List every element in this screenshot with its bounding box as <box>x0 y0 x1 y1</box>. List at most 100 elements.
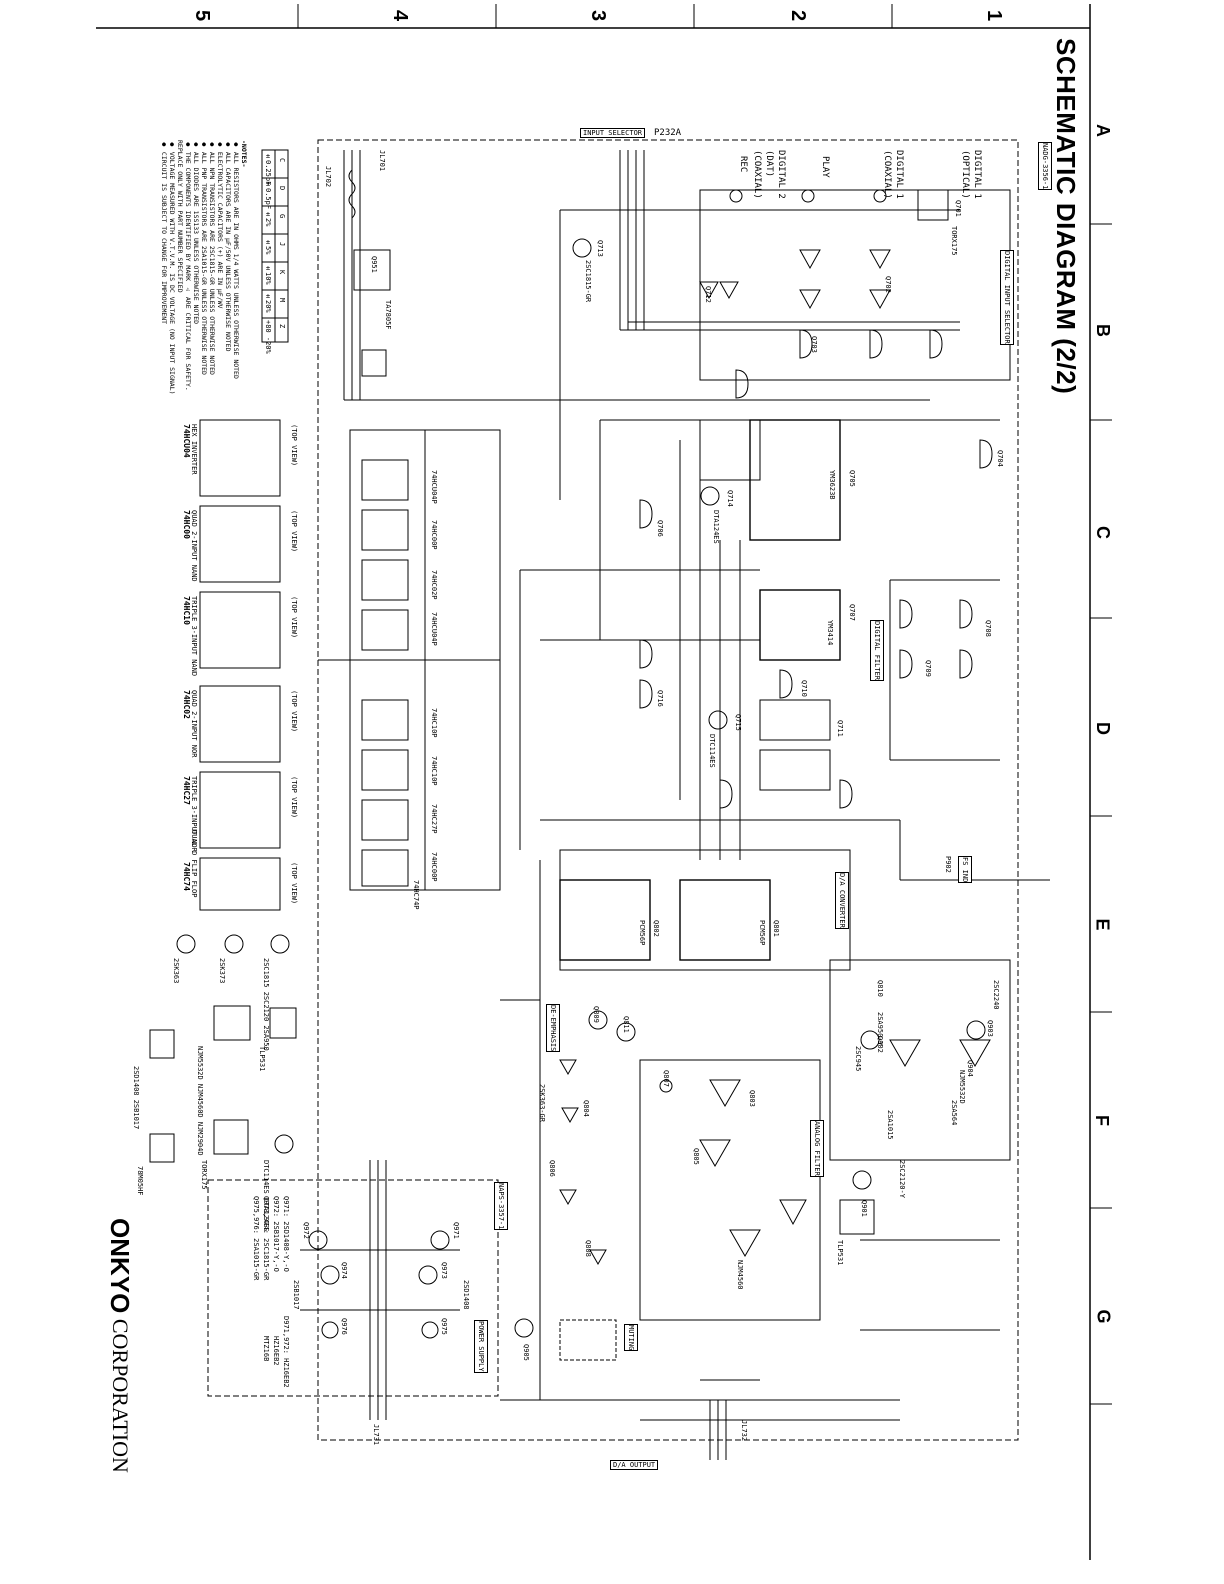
gate-box <box>361 699 409 741</box>
package-label: 2SC1815 2SC2120 2SA950 <box>262 958 270 1051</box>
main-board-outline <box>317 139 1019 1441</box>
part-label: Q704 <box>996 450 1004 467</box>
tol-head: G <box>278 214 286 219</box>
package-dtc <box>274 1134 294 1154</box>
nand-gate <box>639 639 653 669</box>
power-supply-tag: POWER SUPPLY <box>474 1320 488 1373</box>
pinout-view: (TOP VIEW) <box>290 776 298 819</box>
package-label: DTC114ES DTA124ES <box>262 1160 270 1232</box>
part-label: Q703 <box>810 336 818 353</box>
transistor-q976 <box>321 1321 339 1339</box>
tol-head: M <box>278 298 286 303</box>
pinout-view: (TOP VIEW) <box>290 510 298 553</box>
ic-pcm56p-q801 <box>679 879 771 961</box>
part-label: Q715 <box>734 714 742 731</box>
pinout-desc: QUAD 2-INPUT NAND <box>190 510 198 582</box>
input-sub: (DAT) <box>764 150 774 178</box>
logic-block <box>699 419 761 481</box>
transistor-label: 2SB1017 <box>292 1280 300 1310</box>
pinout-view: (TOP VIEW) <box>290 596 298 639</box>
pinout-view: (TOP VIEW) <box>290 424 298 467</box>
part-label: Q971 <box>452 1222 460 1239</box>
package-to92 <box>176 934 196 954</box>
digital-filter-tag: DIGITAL FILTER <box>870 620 884 682</box>
pinout-name: 74HC02 <box>182 690 191 719</box>
part-label: Q904 <box>966 1060 974 1077</box>
notes-block: -NOTES- ● ALL RESISTORS ARE IN OHMS 1/4 … <box>160 140 248 395</box>
nand-gate <box>639 679 653 709</box>
nand-gate <box>799 329 813 359</box>
package-label: TLP531 <box>258 1046 266 1072</box>
note-line: ● ALL DIODES ARE 1SS133 UNLESS OTHERWISE… <box>192 140 200 325</box>
part-label: Q707 <box>848 604 856 621</box>
psu-list-item: Q975,976: 2SA1015-GR <box>252 1196 260 1281</box>
package-to126 <box>149 1029 175 1059</box>
connector-label: JL731 <box>372 1424 380 1446</box>
pinout-name: 74HC27 <box>182 776 191 805</box>
ic-pcm56p-q802 <box>559 879 651 961</box>
package-label: 78M05HF <box>136 1166 144 1196</box>
pinout-name: 74HC10 <box>182 596 191 625</box>
part-label: Q901 <box>860 1200 868 1217</box>
package-label: TORX175 <box>200 1160 208 1190</box>
nand-gate <box>639 499 653 529</box>
transistor-q973 <box>418 1265 438 1285</box>
input-label: REC <box>738 156 748 173</box>
connector-label: JL702 <box>324 166 332 188</box>
pinout-name: 74HCU04 <box>182 424 191 458</box>
gate-box <box>361 799 409 841</box>
part-label: Q708 <box>984 620 992 637</box>
board-main-tag: NADG-3356-1 <box>1038 142 1052 191</box>
flip-flop <box>759 749 831 791</box>
fs-ind-tag: FS IND <box>958 856 972 884</box>
pinout-74hc02 <box>199 685 281 763</box>
coax-jack-digital1 <box>873 189 887 203</box>
part-label: Q714 <box>726 490 734 507</box>
notes-header: -NOTES- <box>240 140 248 168</box>
psu-list-item: Q971: 2SD1408-Y,-O <box>282 1196 290 1272</box>
part-label: Q713 <box>596 240 604 257</box>
nand-gate <box>979 439 993 469</box>
pinout-name: 74HC74 <box>182 862 191 891</box>
gate-label: 74HC27P <box>430 804 438 834</box>
transistor-label: 2SA1015 <box>886 1110 894 1140</box>
coax-jack-rec <box>729 189 743 203</box>
tol-head: C <box>278 158 286 163</box>
coil-l951 <box>348 169 356 219</box>
diode-symbol <box>561 1107 579 1124</box>
part-label: Q803 <box>748 1090 756 1107</box>
pinout-74hc00 <box>199 505 281 583</box>
buffer-symbol <box>699 281 719 300</box>
transistor-q971 <box>430 1230 450 1250</box>
muting-tag: MUTING <box>624 1324 638 1352</box>
nand-gate <box>929 329 943 359</box>
part-label: Q809 <box>592 1006 600 1023</box>
transistor-q713 <box>572 238 592 258</box>
pinout-74hcu04 <box>199 419 281 497</box>
input-selector-tag: INPUT SELECTOR <box>580 128 646 138</box>
tol-head: D <box>278 186 286 191</box>
pinout-desc: QUAD 2-INPUT NOR <box>190 690 198 758</box>
note-line: REPLACE ONLY WITH PART NUMBER SPECIFIED <box>176 140 184 293</box>
pinout-desc: TRIPLE 3-INPUT NAND <box>190 596 198 677</box>
note-line: ● ELECTROLYTIC CAPACITORS (+) ARE IN μF/… <box>216 140 224 309</box>
connector-label: P902 <box>944 856 952 873</box>
diode-symbol <box>559 1059 577 1076</box>
psu-list-item: HZ16EB2 <box>272 1336 280 1366</box>
tol-val: ±20% <box>264 292 272 313</box>
tol-head: Z <box>278 324 286 329</box>
part-label: Q706 <box>656 520 664 537</box>
tol-head: J <box>278 242 286 247</box>
page-title: SCHEMATIC DIAGRAM (2/2) <box>1051 38 1081 395</box>
connector-label: JL701 <box>378 150 386 172</box>
transistor-q903 <box>966 1020 986 1040</box>
gate-label: 74HC00P <box>430 852 438 882</box>
tol-val: ±0.25pF <box>264 152 272 186</box>
pinout-74hc27 <box>199 771 281 849</box>
psu-list-item: Q972: 2SB1017-Y,-O <box>272 1196 280 1272</box>
buffer-symbol <box>719 281 739 300</box>
part-label: Q905 <box>522 1344 530 1361</box>
gate-box <box>361 459 409 501</box>
pinout-view: (TOP VIEW) <box>290 862 298 905</box>
transistor-label: 2SC2240 <box>992 980 1000 1010</box>
